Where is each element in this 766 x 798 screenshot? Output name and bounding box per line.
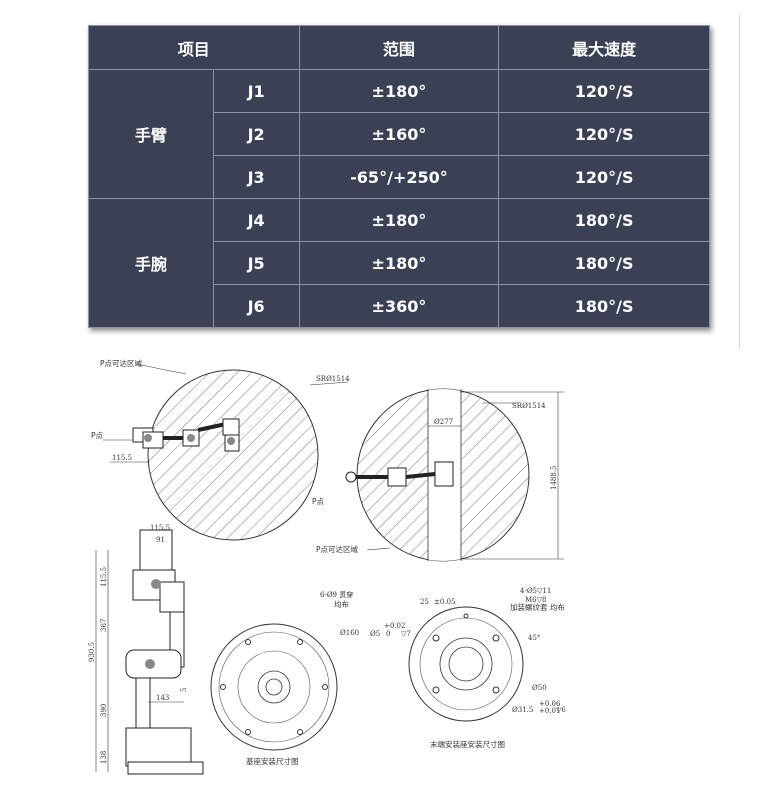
table-row: J5 ±180° 180°/S xyxy=(89,241,710,285)
base-holes-note: 均布 xyxy=(334,599,349,609)
joint-cell: J2 xyxy=(212,112,300,156)
speed-cell: 180°/S xyxy=(498,241,710,285)
group-name: 手臂 xyxy=(88,69,214,199)
flange-dia315: Ø31.5 xyxy=(512,706,533,714)
flange-dia5: Ø5 xyxy=(370,630,380,638)
joint-cell: J1 xyxy=(212,69,300,113)
dim-base: 138 xyxy=(100,751,108,764)
workspace-circle xyxy=(147,369,319,541)
table-row: J6 ±360° 180°/S xyxy=(89,284,710,328)
technical-drawing: P点可达区域 SRØ1514 P点 115.5 Ø277 SRØ1514 148… xyxy=(88,358,566,775)
joint-cell: J5 xyxy=(212,241,300,285)
joint-spec-table: 项目 范围 最大速度 手臂 J1 ±180° 120°/S J2 ±160° 1… xyxy=(88,25,710,328)
base-dia: Ø160 xyxy=(340,629,359,637)
flange-caption: 末端安装座安装尺寸图 xyxy=(430,739,505,749)
robot-elevation: 115.5 367 930.5 390 138 115.5 91 143 5 xyxy=(88,524,204,775)
table-row: 手臂 J1 ±180° 120°/S xyxy=(88,69,710,199)
flange-note3: 加装螺纹套 均布 xyxy=(510,602,565,612)
joint-cell: J4 xyxy=(212,198,300,242)
table-row: 手腕 J4 ±180° 180°/S xyxy=(88,198,710,328)
side-radius-label: SRØ1514 xyxy=(316,375,350,383)
top-view-workspace: Ø277 SRØ1514 1488.5 P点 P点可达区域 xyxy=(312,388,564,562)
table-row: J3 -65°/+250° 120°/S xyxy=(89,155,710,199)
dim-top-width2: 91 xyxy=(156,536,165,544)
group-name: 手腕 xyxy=(88,198,214,328)
speed-cell: 120°/S xyxy=(498,155,710,199)
table-row: J2 ±160° 120°/S xyxy=(89,112,710,156)
flange-tol25: ±0.05 xyxy=(434,598,455,606)
side-offset-dim: 115.5 xyxy=(112,454,132,462)
base-holes: 6-Ø9 贯穿 xyxy=(320,590,353,599)
flange-tol: +0.02 xyxy=(384,622,405,630)
range-cell: ±180° xyxy=(298,241,500,285)
range-cell: ±160° xyxy=(298,112,500,156)
flange-zero: 0 xyxy=(386,630,390,638)
table-header-row: 项目 范围 最大速度 xyxy=(88,25,710,70)
range-cell: ±180° xyxy=(298,198,500,242)
speed-cell: 180°/S xyxy=(498,284,710,328)
dim-seg3: 390 xyxy=(100,704,108,717)
top-radius-label: SRØ1514 xyxy=(512,402,546,410)
top-point-label: P点 xyxy=(312,497,325,506)
flange-dia50: Ø50 xyxy=(532,684,547,692)
speed-cell: 180°/S xyxy=(498,198,710,242)
robot-arm-top xyxy=(345,461,454,487)
flange-tol315b: +0.01 xyxy=(539,707,560,715)
dim-total: 930.5 xyxy=(88,642,96,662)
joint-cell: J6 xyxy=(212,284,300,328)
flange-note1: 4-Ø5▽11 xyxy=(520,587,551,595)
range-cell: ±360° xyxy=(298,284,500,328)
side-region-label: P点可达区域 xyxy=(100,358,143,368)
dim-offset: 143 xyxy=(156,694,169,702)
dim-seg2: 367 xyxy=(100,619,108,632)
dim-top-width: 115.5 xyxy=(150,524,170,532)
robot-arm-side xyxy=(132,418,240,452)
joint-cell: J3 xyxy=(212,155,300,199)
top-height-dim: 1488.5 xyxy=(550,466,558,491)
speed-cell: 120°/S xyxy=(498,69,710,113)
top-inner-dia: Ø277 xyxy=(434,418,453,426)
range-cell: -65°/+250° xyxy=(298,155,500,199)
vertical-divider xyxy=(739,14,740,349)
header-range: 范围 xyxy=(298,25,500,70)
speed-cell: 120°/S xyxy=(498,112,710,156)
dim-gap: 5 xyxy=(180,688,188,692)
range-cell: ±180° xyxy=(298,69,500,113)
dim-seg1: 115.5 xyxy=(100,567,108,587)
end-flange-drawing: 4-Ø5▽11 M6▽8 加装螺纹套 均布 25 ±0.05 +0.02 Ø5 … xyxy=(370,587,566,749)
header-item: 项目 xyxy=(88,25,300,70)
top-region-label: P点可达区域 xyxy=(316,544,359,554)
flange-depth6: ▽6 xyxy=(556,706,566,714)
flange-angle: 45° xyxy=(528,634,540,642)
base-caption: 基座安装尺寸图 xyxy=(246,756,299,766)
side-view-workspace: P点可达区域 SRØ1514 P点 115.5 xyxy=(91,358,350,541)
side-point-label: P点 xyxy=(91,431,104,440)
flange-note2: M6▽8 xyxy=(525,596,546,604)
flange-depth7: ▽7 xyxy=(401,630,411,638)
flange-dim25: 25 xyxy=(420,598,429,606)
base-plate-drawing: 6-Ø9 贯穿 均布 Ø160 基座安装尺寸图 xyxy=(210,590,359,766)
header-speed: 最大速度 xyxy=(498,25,710,70)
flange-tol315a: +0.06 xyxy=(539,700,561,708)
